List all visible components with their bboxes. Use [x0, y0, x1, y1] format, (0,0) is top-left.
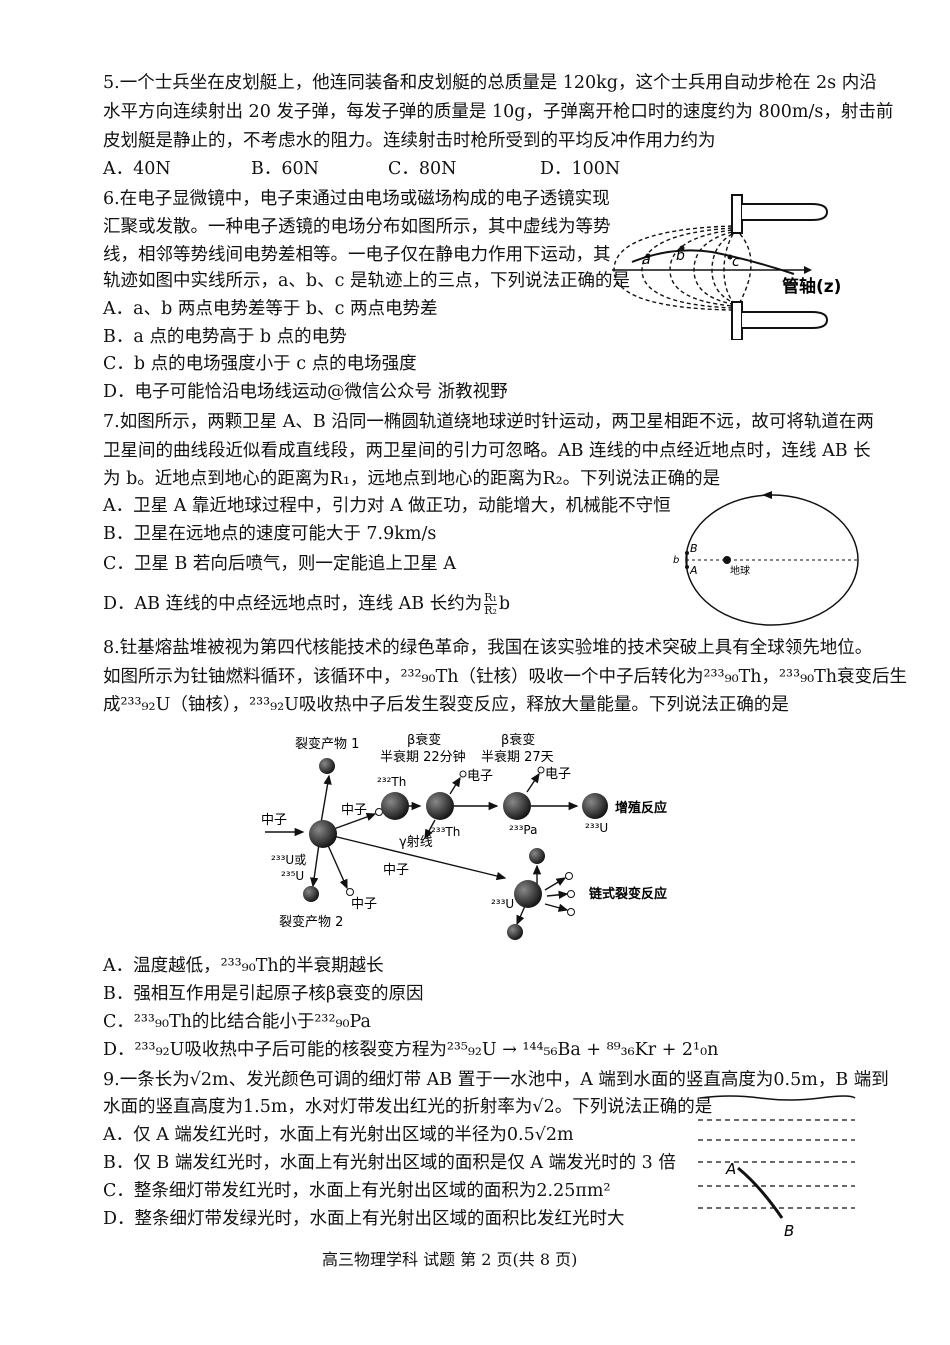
- q8-label-th232: ²³²Th: [377, 775, 406, 789]
- q6-option-c: C．b 点的电场强度小于 c 点的电场强度: [103, 354, 417, 374]
- q6-line-4: 轨迹如图中实线所示，a、b、c 是轨迹上的三点，下列说法正确的是: [103, 271, 630, 291]
- q7-label-b-upper: B: [690, 542, 698, 555]
- q8-label-th233: ²³³Th: [431, 825, 460, 839]
- q9-option-b: B．仅 B 端发红光时，水面上有光射出区域的面积是仅 A 端发光时的 3 倍: [103, 1153, 676, 1173]
- q8-option-b: B．强相互作用是引起原子核β衰变的原因: [103, 984, 424, 1004]
- q8-label-beta2: β衰变: [501, 732, 535, 748]
- q6-point-b: b: [676, 248, 685, 264]
- q9-line-1: 9.一条长为√2m、发光颜色可调的细灯带 AB 置于一水池中，A 端到水面的竖直…: [103, 1070, 889, 1090]
- q8-label-half1: 半衰期 22分钟: [380, 749, 466, 765]
- q5-line-2: 水平方向连续射出 20 发子弹，每发子弹的质量是 10g，子弹离开枪口时的速度约…: [103, 102, 894, 122]
- q7-option-d-suffix: b: [498, 594, 511, 614]
- q6-option-d: D．电子可能恰沿电场线运动@微信公众号 浙教视野: [103, 382, 508, 402]
- q8-line-1: 8.钍基熔盐堆被视为第四代核能技术的绿色革命，我国在该实验堆的技术突破上具有全球…: [103, 638, 873, 658]
- q6-line-1: 6.在电子显微镜中，电子束通过由电场或磁场构成的电子透镜实现: [103, 189, 610, 209]
- q7-option-b: B．卫星在远地点的速度可能大于 7.9km/s: [103, 524, 437, 544]
- q7-line-3: 为 b。近地点到地心的距离为R₁，远地点到地心的距离为R₂。下列说法正确的是: [103, 469, 721, 489]
- q8-fuel-cycle-figure: 裂变产物 1 裂变产物 2 β衰变 半衰期 22分钟 β衰变 半衰期 27天 中…: [261, 732, 667, 940]
- q9-option-d: D．整条细灯带发绿光时，水面上有光射出区域的面积比发红光时大: [103, 1209, 625, 1229]
- q8-label-half2: 半衰期 27天: [481, 749, 554, 765]
- q6-option-b: B．a 点的电势高于 b 点的电势: [103, 327, 347, 347]
- q7-option-d-prefix: D．AB 连线的中点经远地点时，连线 AB 长约为: [103, 594, 483, 614]
- q6-point-a: a: [642, 252, 651, 268]
- q5-option-b: B．60N: [251, 159, 319, 179]
- q6-axis-label: 管轴(z): [782, 276, 841, 297]
- q7-label-a: A: [689, 564, 698, 577]
- q6-point-c: c: [732, 254, 740, 270]
- q7-label-earth: 地球: [730, 564, 750, 577]
- q9-pool-figure: A B: [698, 1095, 856, 1240]
- q8-label-electron1: 电子: [467, 769, 493, 784]
- q9-label-b: B: [784, 1222, 794, 1240]
- q8-option-d: D．²³³₉₂U吸收热中子后可能的核裂变方程为²³⁵₉₂U → ¹⁴⁴₅₆Ba …: [103, 1040, 719, 1060]
- q7-orbit-figure: B A b 地球: [673, 491, 859, 626]
- q8-label-beta1: β衰变: [407, 732, 441, 748]
- q8-label-neutron-u: 中子: [383, 863, 409, 878]
- q6-lens-figure: a b c 管轴(z): [612, 194, 841, 340]
- q5-option-d: D．100N: [540, 159, 621, 179]
- q5-option-a: A．40N: [103, 159, 171, 179]
- page-footer: 高三物理学科 试题 第 2 页(共 8 页): [322, 1250, 578, 1269]
- q9-label-a: A: [725, 1160, 736, 1178]
- q8-label-fission1: 裂变产物 1: [295, 736, 359, 752]
- q8-label-fission2: 裂变产物 2: [279, 914, 343, 930]
- q6-line-3: 线，相邻等势线间电势差相等。一电子仅在静电力作用下运动，其: [103, 245, 611, 265]
- q8-label-chain: 链式裂变反应: [588, 886, 667, 902]
- q8-option-a: A．温度越低，²³³₉₀Th的半衰期越长: [103, 956, 384, 976]
- q7-line-2: 卫星间的曲线段近似看成直线段，两卫星间的引力可忽略。AB 连线的中点经近地点时，…: [103, 441, 871, 461]
- q7-option-d-frac-num: R₁: [484, 591, 497, 605]
- q7-option-c: C．卫星 B 若向后喷气，则一定能追上卫星 A: [103, 554, 457, 574]
- q7-label-b-length: b: [673, 555, 679, 566]
- q8-line-2: 如图所示为钍铀燃料循环，该循环中，²³²₉₀Th（钍核）吸收一个中子后转化为²³…: [103, 667, 908, 687]
- q8-label-neutron-in: 中子: [261, 813, 287, 828]
- q6-line-2: 汇聚或发散。一种电子透镜的电场分布如图所示，其中虚线为等势: [103, 217, 611, 237]
- q6-option-a: A．a、b 两点电势差等于 b、c 两点电势差: [103, 299, 438, 319]
- q8-line-3: 成²³³₉₂U（铀核），²³³₉₂U吸收热中子后发生裂变反应，释放大量能量。下列…: [103, 695, 789, 715]
- q8-label-u233a: ²³³U: [585, 821, 608, 835]
- q5-line-3: 皮划艇是静止的，不考虑水的阻力。连续射击时枪所受到的平均反冲作用力约为: [103, 131, 716, 151]
- q8-label-u233b: ²³³U: [491, 897, 514, 911]
- q7-option-d-frac-den: R₂: [484, 604, 497, 617]
- q8-option-c: C．²³³₉₀Th的比结合能小于²³²₉₀Pa: [103, 1012, 371, 1032]
- q7-option-a: A．卫星 A 靠近地球过程中，引力对 A 做正功，动能增大，机械能不守恒: [103, 496, 671, 516]
- q8-label-pa233: ²³³Pa: [509, 823, 537, 837]
- q9-line-2: 水面的竖直高度为1.5m，水对灯带发出红光的折射率为√2。下列说法正确的是: [103, 1097, 713, 1117]
- q8-label-u235: ²³⁵U: [281, 869, 304, 883]
- q8-label-gamma: γ射线: [399, 834, 433, 850]
- q9-option-a: A．仅 A 端发红光时，水面上有光射出区域的半径为0.5√2m: [103, 1125, 574, 1145]
- q9-option-c: C．整条细灯带发红光时，水面上有光射出区域的面积为2.25πm²: [103, 1181, 611, 1201]
- q5-line-1: 5.一个士兵坐在皮划艇上，他连同装备和皮划艇的总质量是 120kg，这个士兵用自…: [103, 73, 877, 93]
- q8-label-neutron-out: 中子: [351, 897, 377, 912]
- q7-line-1: 7.如图所示，两颗卫星 A、B 沿同一椭圆轨道绕地球逆时针运动，两卫星相距不远，…: [103, 412, 874, 432]
- q8-label-neutron-th: 中子: [341, 803, 367, 818]
- q5-option-c: C．80N: [388, 159, 457, 179]
- q8-label-breeding: 增殖反应: [615, 800, 667, 816]
- q8-label-electron2: 电子: [545, 767, 571, 782]
- q8-label-u-or: ²³³U或: [271, 853, 306, 867]
